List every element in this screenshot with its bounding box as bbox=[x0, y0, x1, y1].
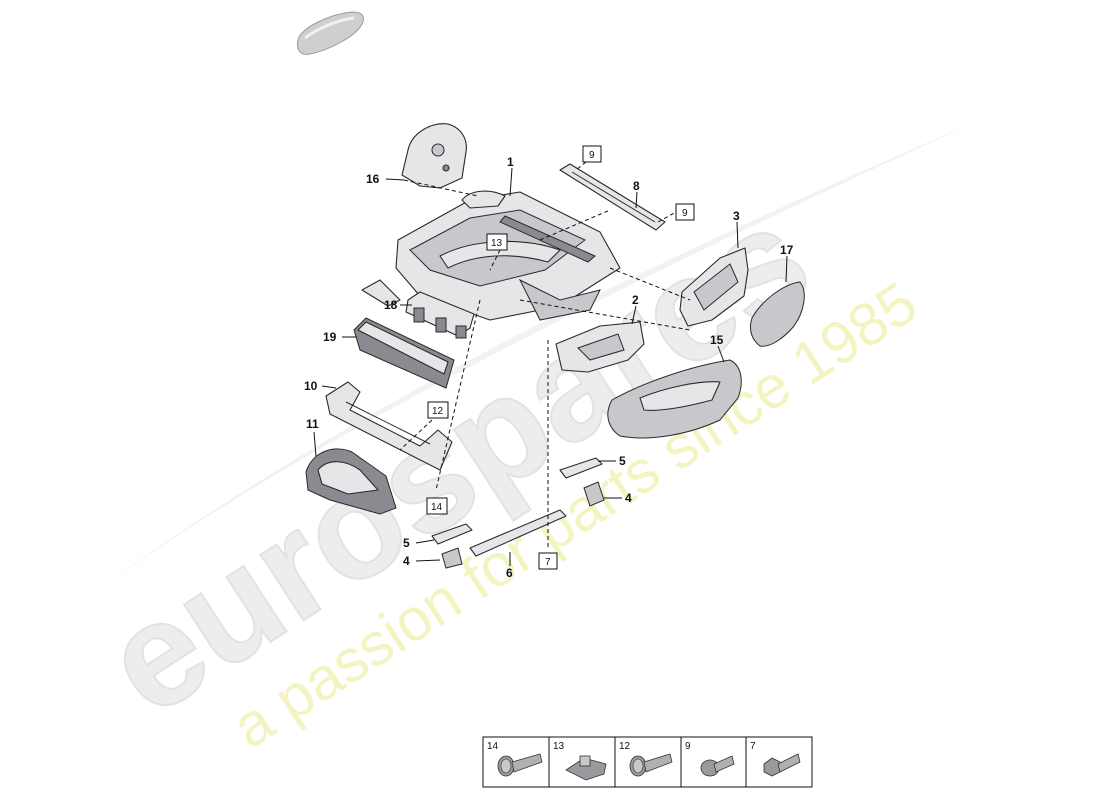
part-6-rail bbox=[469, 509, 567, 557]
callout-4-upper: 4 bbox=[625, 491, 632, 505]
part-17-trim-cover bbox=[749, 281, 805, 347]
part-18-clip-bracket bbox=[405, 291, 475, 339]
callout-5-upper: 5 bbox=[619, 454, 626, 468]
fastener-label-7: 7 bbox=[750, 741, 756, 752]
callout-4-lower: 4 bbox=[403, 554, 410, 568]
bolt-washer-icon bbox=[629, 753, 673, 777]
boxed-callout-12: 12 bbox=[432, 406, 444, 417]
callout-8: 8 bbox=[633, 179, 640, 193]
callout-18: 18 bbox=[384, 298, 398, 312]
short-bolt-icon bbox=[700, 755, 735, 777]
callout-5-lower: 5 bbox=[403, 536, 410, 550]
part-5-guide-upper bbox=[559, 457, 603, 479]
callout-6: 6 bbox=[506, 566, 513, 580]
part-5-guide-lower bbox=[431, 523, 473, 545]
hex-bolt-icon bbox=[763, 753, 801, 777]
part-4-clip-lower bbox=[441, 547, 463, 569]
bolt-washer-icon bbox=[497, 753, 543, 777]
callout-17: 17 bbox=[780, 243, 794, 257]
callout-19: 19 bbox=[323, 330, 337, 344]
leader-lines bbox=[313, 161, 788, 566]
callout-15: 15 bbox=[710, 333, 724, 347]
boxed-callout-14: 14 bbox=[431, 502, 443, 513]
clip-nut-icon bbox=[565, 755, 607, 781]
boxed-callout-13: 13 bbox=[491, 238, 503, 249]
callout-1: 1 bbox=[507, 155, 514, 169]
fastener-label-9: 9 bbox=[685, 741, 691, 752]
callout-10: 10 bbox=[304, 379, 318, 393]
fastener-cell-14: 14 bbox=[487, 741, 543, 777]
part-19-front-trim bbox=[353, 317, 455, 389]
part-1-seat-frame bbox=[361, 190, 621, 321]
part-11-lower-cover bbox=[305, 448, 397, 515]
part-3-side-bracket bbox=[679, 247, 749, 327]
fastener-label-14: 14 bbox=[487, 741, 499, 752]
boxed-callout-9-top: 9 bbox=[589, 150, 595, 161]
part-8-cross-tube bbox=[559, 163, 666, 231]
callout-11: 11 bbox=[306, 417, 319, 431]
fastener-label-12: 12 bbox=[619, 741, 631, 752]
fastener-label-13: 13 bbox=[553, 741, 565, 752]
callout-labels: 1 2 3 4 4 5 5 6 8 10 11 15 16 17 18 19 bbox=[304, 155, 794, 580]
part-4-clip-upper bbox=[583, 481, 605, 507]
boxed-callouts: 9 9 13 12 14 7 bbox=[426, 145, 695, 570]
fastener-cell-13: 13 bbox=[553, 741, 607, 781]
fastener-cell-7: 7 bbox=[750, 741, 801, 777]
part-16-bracket bbox=[401, 123, 467, 189]
callout-3: 3 bbox=[733, 209, 740, 223]
fastener-cell-9: 9 bbox=[685, 741, 735, 777]
boxed-callout-9-right: 9 bbox=[682, 208, 688, 219]
callout-16: 16 bbox=[366, 172, 380, 186]
part-15-trim-panel bbox=[607, 359, 742, 439]
fastener-table: 14 13 12 9 bbox=[482, 736, 813, 788]
fastener-cell-12: 12 bbox=[619, 741, 673, 777]
car-silhouette-icon bbox=[297, 11, 365, 55]
boxed-callout-7: 7 bbox=[545, 557, 551, 568]
part-10-cross-bracket bbox=[325, 381, 453, 471]
part-2-bracket bbox=[555, 321, 645, 373]
callout-2: 2 bbox=[632, 293, 639, 307]
